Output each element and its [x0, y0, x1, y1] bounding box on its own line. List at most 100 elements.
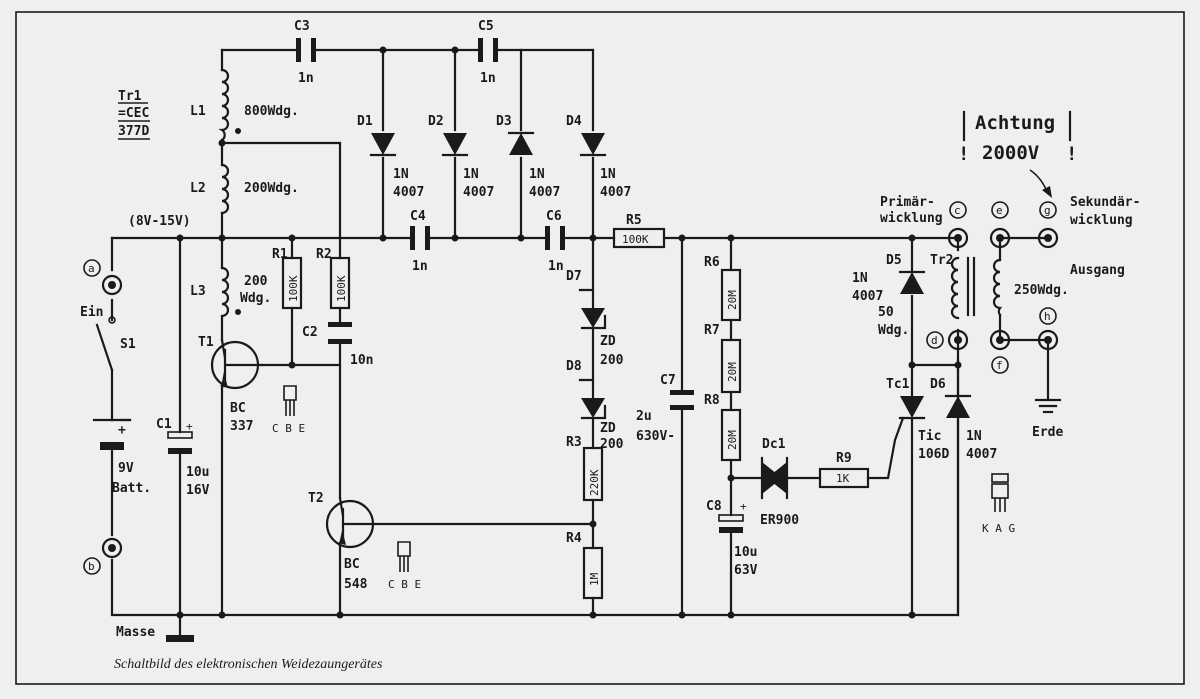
- r1-name: R1: [272, 247, 288, 262]
- warning-excl-left: !: [958, 143, 969, 165]
- tc1-v2: 106D: [918, 447, 949, 462]
- l2-val: 200Wdg.: [244, 181, 299, 196]
- t2-v1: BC: [344, 557, 360, 572]
- resistor-R5: [612, 227, 666, 249]
- d8-v2: 200: [600, 437, 624, 452]
- r8-val: 20M: [726, 430, 739, 450]
- resistor-R4: [582, 546, 604, 600]
- c7-v1: 2u: [636, 409, 652, 424]
- d2-v2: 4007: [463, 185, 494, 200]
- tr1-name: Tr1: [118, 89, 142, 104]
- d5-v2: 4007: [852, 289, 883, 304]
- diac-Dc1: [760, 456, 789, 500]
- c3-name: C3: [294, 19, 310, 34]
- warning-line2: 2000V: [982, 142, 1039, 164]
- thyristor-Tc1: [898, 396, 926, 420]
- inductor-L3: [220, 266, 241, 318]
- capacitor-C2: [328, 322, 352, 344]
- tc1-v1: Tic: [918, 429, 941, 444]
- diagram-caption: Schaltbild des elektronischen Weidezaung…: [114, 657, 383, 672]
- tc1-name: Tc1: [886, 377, 910, 392]
- terminal-d-label: d: [931, 334, 938, 347]
- battery: +: [92, 418, 132, 450]
- capacitor-C6: [545, 226, 565, 250]
- resistor-R7: [720, 338, 742, 394]
- c7-v2: 630V-: [636, 429, 675, 444]
- earth-symbol: [1034, 398, 1062, 414]
- masse-label: Masse: [116, 625, 155, 640]
- resistor-R9: [818, 467, 870, 489]
- tr2-sec2: wicklung: [1070, 213, 1133, 228]
- r5-val: 100K: [622, 233, 649, 246]
- terminal-c: [947, 201, 969, 249]
- terminal-g: [1037, 201, 1059, 249]
- d8-v1: ZD: [600, 421, 616, 436]
- c3-val: 1n: [298, 71, 314, 86]
- to92-pinout-icon-T2: [397, 541, 411, 572]
- d8-name: D8: [566, 359, 582, 374]
- t1-v2: 337: [230, 419, 253, 434]
- r2-name: R2: [316, 247, 332, 262]
- to92-pinout-icon-T1: [283, 385, 297, 416]
- d1-name: D1: [357, 114, 373, 129]
- switch-on-label: Ein: [80, 305, 103, 320]
- terminal-e: [989, 201, 1011, 249]
- t1-v1: BC: [230, 401, 246, 416]
- tc1-pins: K A G: [982, 522, 1015, 535]
- d5-v1: 1N: [852, 271, 868, 286]
- d1-v2: 4007: [393, 185, 424, 200]
- terminal-h-label: h: [1044, 310, 1051, 323]
- d4-name: D4: [566, 114, 582, 129]
- resistor-values: 100K 100K 100K 220K 1M 20M 20M 20M 1K: [287, 233, 850, 586]
- r7-val: 20M: [726, 362, 739, 382]
- c8-v1: 10u: [734, 545, 757, 560]
- tr2-prim1: Primär-: [880, 195, 935, 210]
- frame-border: [15, 11, 1185, 685]
- diode-D4: [579, 133, 607, 157]
- l3-v2: Wdg.: [240, 291, 271, 306]
- tr1-type1: =CEC: [118, 106, 149, 121]
- warning-line1: Achtung: [975, 112, 1055, 134]
- tr2-prim2: wicklung: [880, 211, 943, 226]
- d7-v2: 200: [600, 353, 624, 368]
- l3-v1: 200: [244, 274, 268, 289]
- l1-name: L1: [190, 104, 206, 119]
- c6-name: C6: [546, 209, 562, 224]
- terminal-b: [83, 537, 123, 575]
- transistor-T1: [210, 338, 264, 390]
- zener-D7: [578, 288, 607, 330]
- t1-name: T1: [198, 335, 214, 350]
- terminal-b-label: b: [88, 560, 95, 573]
- r9-name: R9: [836, 451, 852, 466]
- to220-pinout-icon-Tc1: [991, 473, 1009, 512]
- r7-name: R7: [704, 323, 720, 338]
- d2-name: D2: [428, 114, 444, 129]
- resistor-R6: [720, 268, 742, 322]
- d6-v1: 1N: [966, 429, 982, 444]
- c2-val: 10n: [350, 353, 373, 368]
- tr2-w2: Wdg.: [878, 323, 909, 338]
- d3-name: D3: [496, 114, 512, 129]
- tr2-secw: 250Wdg.: [1014, 283, 1069, 298]
- battery-volts: 9V: [118, 461, 134, 476]
- diode-D2: [441, 133, 469, 157]
- c4-val: 1n: [412, 259, 428, 274]
- c8-v2: 63V: [734, 563, 758, 578]
- d3-v1: 1N: [529, 167, 545, 182]
- svg-text:+: +: [118, 423, 126, 438]
- c1-plus: +: [186, 420, 193, 433]
- resistor-R1: [281, 256, 303, 310]
- dc1-name: Dc1: [762, 437, 786, 452]
- zener-D8: [578, 378, 607, 420]
- c8-name: C8: [706, 499, 722, 514]
- inductor-L2: [220, 163, 230, 215]
- d6-v2: 4007: [966, 447, 997, 462]
- r9-val: 1K: [836, 472, 850, 485]
- capacitor-C1: [167, 431, 193, 454]
- terminal-a-label: a: [88, 262, 95, 275]
- diode-D3: [507, 131, 535, 155]
- tr2-w1: 50: [878, 305, 894, 320]
- warning-arrowhead: [1042, 186, 1052, 198]
- r6-val: 20M: [726, 290, 739, 310]
- t2-name: T2: [308, 491, 324, 506]
